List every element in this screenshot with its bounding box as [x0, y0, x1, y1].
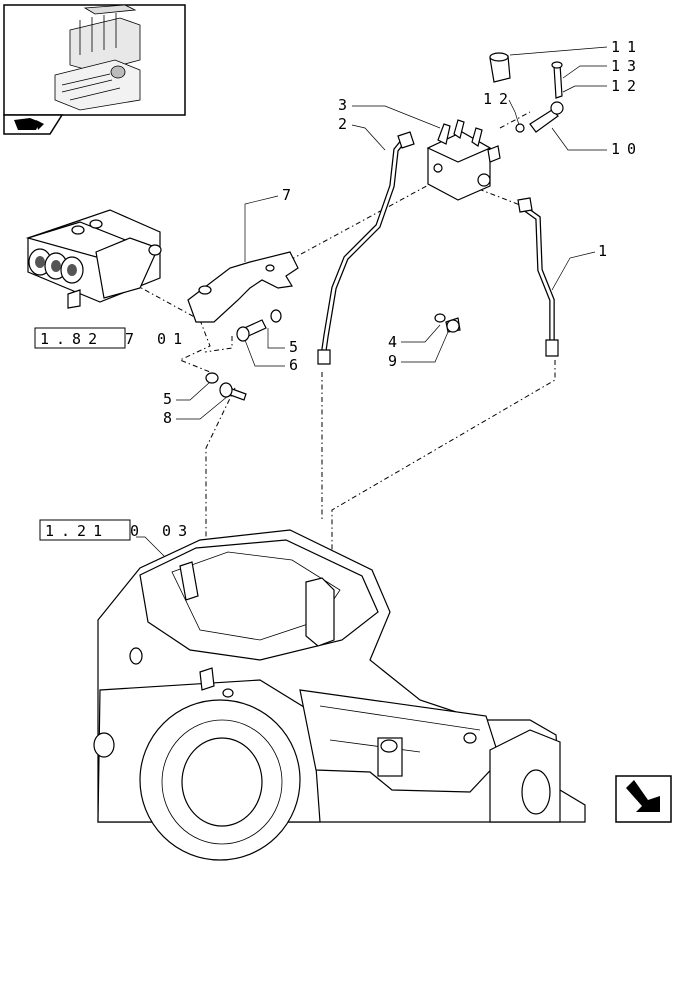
callout-12-left: 12	[483, 90, 515, 108]
plug-4-9	[434, 313, 461, 333]
reference-1-21-0-03[interactable]: 1.21 0 03	[39, 519, 194, 541]
bracket-plate	[187, 251, 299, 323]
callout-13: 13	[611, 57, 643, 75]
transmission-housing	[93, 529, 586, 861]
callout-12-right: 12	[611, 77, 643, 95]
fitting-cap-11	[489, 52, 511, 83]
control-valve	[426, 119, 501, 201]
valve-block	[25, 209, 162, 309]
callout-6: 6	[289, 356, 305, 374]
bolt-6	[236, 309, 282, 342]
callout-7: 7	[282, 186, 298, 204]
callout-1: 1	[598, 242, 614, 260]
bolt-8	[205, 372, 247, 401]
callout-9: 9	[388, 352, 404, 370]
callout-3: 3	[338, 96, 354, 114]
assembly-thumbnail-icon[interactable]	[3, 4, 186, 116]
reference-tail-label: 7 01	[125, 330, 189, 348]
reference-box-label: 1.21	[45, 522, 109, 540]
callout-5-lower: 5	[163, 390, 179, 408]
reference-tail-label: 0 03	[130, 522, 194, 540]
leader-lines	[136, 46, 608, 563]
next-page-arrow-icon[interactable]	[615, 775, 672, 823]
callout-2: 2	[338, 115, 354, 133]
banjo-bolt-13	[551, 61, 563, 99]
book-icon[interactable]	[3, 114, 64, 135]
hydraulic-pipe-1	[517, 197, 559, 357]
hydraulic-pipe-2	[317, 131, 415, 365]
callout-8: 8	[163, 409, 179, 427]
reference-box-label: 1.82	[40, 330, 104, 348]
callout-5-upper: 5	[289, 338, 305, 356]
banjo-fitting-10	[515, 101, 564, 133]
callout-10: 10	[611, 140, 643, 158]
reference-1-82-7-01[interactable]: 1.82 7 01	[34, 327, 189, 349]
callout-4: 4	[388, 333, 404, 351]
callout-11: 11	[611, 38, 643, 56]
